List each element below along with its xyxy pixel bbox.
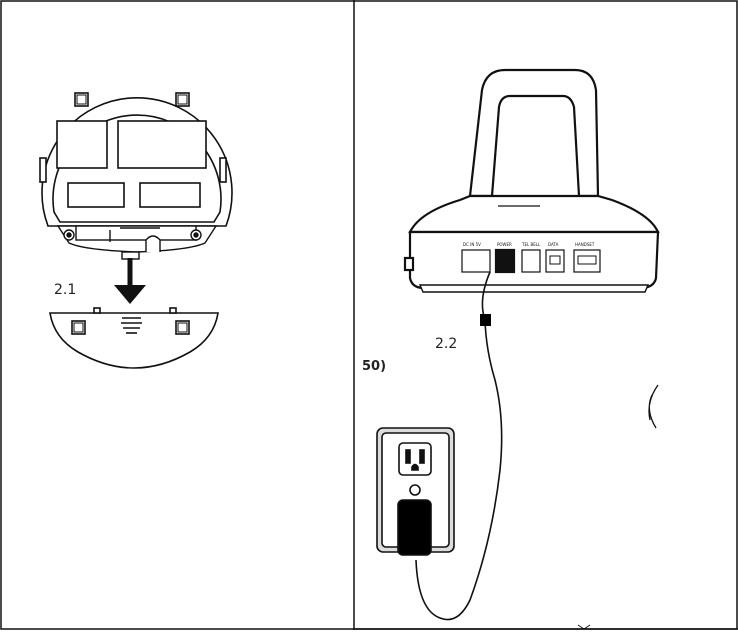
cut-off-text: 50): [362, 359, 386, 374]
charger-cradle: [405, 70, 658, 292]
step-label-2-2: 2.2: [435, 336, 457, 352]
port-label: TEL BELL: [521, 242, 541, 247]
battery-door-latch: [58, 226, 216, 259]
port-label: DATA: [548, 242, 559, 247]
base-unit-bottom-view: [40, 93, 232, 226]
port-label: POWER: [497, 242, 512, 247]
wall-outlet: [377, 428, 454, 555]
cord-ferrite: [480, 314, 491, 326]
port-label: HANDSET: [575, 242, 595, 247]
step-label-2-1: 2.1: [54, 282, 76, 298]
removal-arrow: [114, 258, 146, 304]
handset-edge: [649, 385, 658, 428]
battery-cover: [50, 308, 218, 368]
port-label: DC IN 5V: [463, 242, 481, 247]
